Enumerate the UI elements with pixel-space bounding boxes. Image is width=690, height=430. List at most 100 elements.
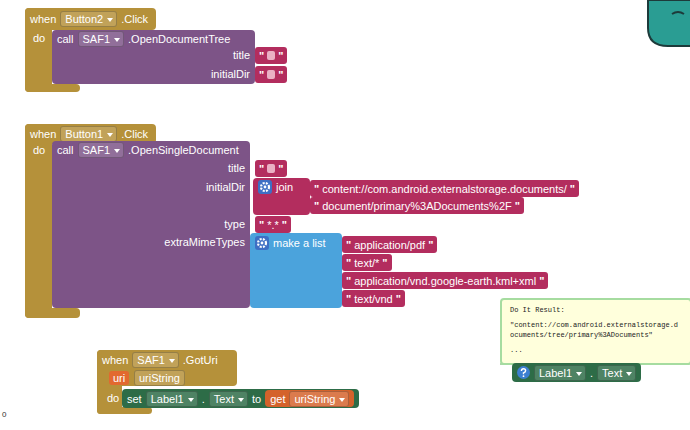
gear-wheel — [261, 183, 269, 191]
block-label: uriString — [134, 370, 185, 386]
block-label: to — [252, 392, 261, 406]
header-row: when Button2 .Click — [30, 11, 148, 27]
block-label: uri — [109, 371, 129, 385]
socket-label: title — [228, 161, 245, 175]
quote-mark: " — [539, 274, 544, 288]
quote-mark: " — [259, 68, 264, 82]
header-row: when Button1 .Click — [30, 126, 148, 142]
block-label: .GotUri — [183, 353, 218, 367]
get-block: get uriString — [265, 390, 354, 407]
quote-mark: " — [314, 182, 319, 196]
text-value: content://com.android.externalstorage.do… — [322, 182, 567, 196]
block-label: get — [270, 392, 285, 406]
block-label: .OpenSingleDocument — [128, 143, 239, 157]
help-dot — [523, 375, 525, 377]
text-value: text/* — [354, 256, 379, 270]
dropdown-field: Label1 — [534, 365, 586, 381]
quote-mark: " — [346, 274, 351, 288]
event-block: whenSAF1.GotUriuriuriStringdosetLabel1.T… — [97, 350, 237, 414]
text-block: "" — [255, 47, 287, 64]
quote-mark: " — [278, 162, 283, 176]
event-foot — [97, 407, 152, 414]
result-text: Do It Result: — [510, 305, 682, 315]
event-block: whenButton1.ClickdocallSAF1.OpenSingleDo… — [25, 124, 156, 318]
block-label: do — [33, 31, 45, 45]
quote-mark: " — [282, 218, 287, 232]
event-block: whenButton2.ClickdocallSAF1.OpenDocument… — [25, 8, 156, 92]
quote-mark: " — [259, 49, 264, 63]
text-value: document/primary%3ADocuments%2F — [322, 199, 512, 213]
mutator-gear-icon — [258, 180, 272, 194]
dropdown-field: Button2 — [60, 11, 117, 27]
socket-label: title — [233, 48, 250, 62]
help-mark — [521, 369, 525, 374]
block-label: .OpenDocumentTree — [128, 32, 230, 46]
dropdown-field: Text — [597, 365, 636, 381]
quote-mark: " — [278, 68, 283, 82]
gear-hub — [261, 242, 264, 245]
block-label: do — [33, 143, 45, 157]
quote-mark: " — [396, 292, 401, 306]
block-label: .Click — [121, 12, 148, 26]
stray-label: 0 — [2, 410, 6, 420]
quote-mark: " — [515, 199, 520, 213]
block-label: . — [202, 392, 205, 406]
text-block: "text/vnd" — [342, 290, 405, 307]
dropdown-field: SAF1 — [78, 31, 125, 47]
text-block: "content://com.android.externalstorage.d… — [310, 180, 579, 197]
result-bubble: Do It Result: "content://com.android.exte… — [500, 298, 690, 365]
quote-mark: " — [278, 49, 283, 63]
text-block: "text/*" — [342, 254, 392, 271]
block-label: . — [590, 366, 593, 380]
block-label: make a list — [273, 236, 326, 250]
mascot-mark — [672, 12, 684, 14]
quote-mark: " — [346, 238, 351, 252]
help-ground — [517, 366, 530, 379]
mutator-block: join"content://com.android.externalstora… — [253, 178, 310, 215]
event-foot — [25, 308, 80, 318]
header-row: callSAF1.OpenDocumentTree — [57, 31, 230, 47]
block-label: join — [276, 180, 293, 194]
block-label: do — [107, 391, 119, 405]
help-icon — [517, 366, 530, 379]
mutator-gear-icon — [255, 236, 269, 250]
dropdown-field: SAF1 — [132, 352, 179, 368]
text-block: "document/primary%3ADocuments%2F" — [310, 197, 524, 214]
header-row: when SAF1 .GotUri — [102, 352, 218, 368]
block-label: when — [102, 353, 128, 367]
gear-hub — [264, 186, 267, 189]
empty-text-field — [267, 164, 275, 173]
dropdown-field: uriString — [289, 391, 349, 407]
text-block: "application/pdf" — [342, 236, 437, 253]
block-label: call — [57, 143, 74, 157]
quote-mark: " — [346, 256, 351, 270]
block-label: when — [30, 127, 56, 141]
gear-wheel — [258, 239, 266, 247]
getter-block: Label1. Text — [512, 363, 641, 382]
header-row: callSAF1.OpenSingleDocument — [57, 142, 239, 158]
text-value: application/pdf — [354, 238, 425, 252]
text-value: *.* — [267, 218, 279, 232]
quote-mark: " — [259, 162, 264, 176]
mutator-block: make a list"application/pdf""text/*""app… — [250, 233, 342, 308]
dropdown-field: Text — [209, 391, 248, 407]
block-label: when — [30, 12, 56, 26]
dropdown-field: Button1 — [60, 126, 117, 142]
socket-label: initialDir — [211, 67, 250, 81]
set-block: setLabel1.TexttogeturiString — [122, 389, 359, 408]
quote-mark: " — [382, 256, 387, 270]
text-block: "" — [255, 66, 287, 83]
text-block: "" — [255, 160, 287, 177]
quote-mark: " — [346, 292, 351, 306]
header-row: join — [258, 180, 293, 194]
socket-label: type — [224, 217, 245, 231]
socket-label: initialDir — [206, 180, 245, 194]
call-block: callSAF1.OpenDocumentTreetitle initialDir… — [52, 30, 255, 84]
header-row: make a list — [255, 236, 326, 250]
text-block: "*.*" — [255, 216, 291, 233]
block-label: .Click — [121, 127, 148, 141]
result-text: "content://com.android.externalstorage.d… — [510, 320, 682, 340]
socket-label: extraMimeTypes — [164, 235, 245, 249]
gear-ground — [258, 180, 272, 194]
